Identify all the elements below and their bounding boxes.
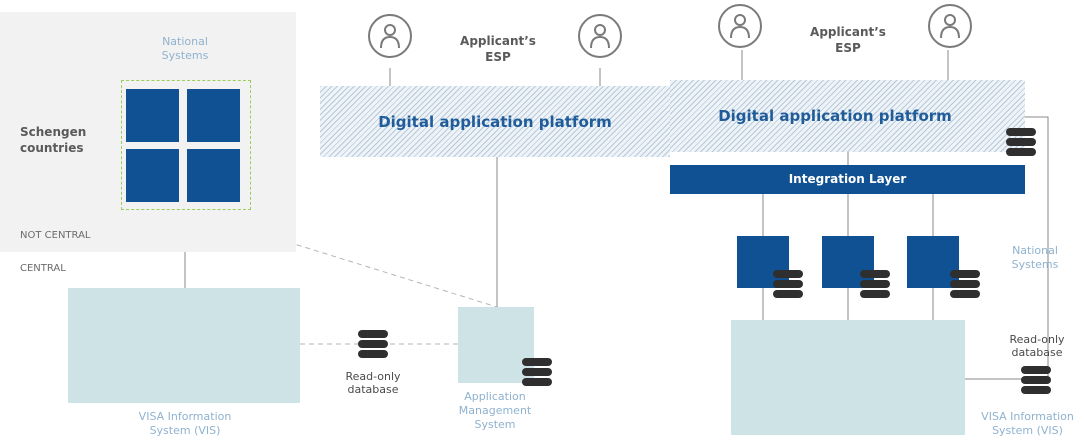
- digital-application-platform: [320, 86, 670, 157]
- schengen-countries-label: Schengen countries: [20, 125, 87, 155]
- database-icon: [950, 270, 980, 302]
- ams-label: Application Management System: [458, 390, 532, 431]
- database-icon: [1006, 128, 1036, 160]
- person-icon: [718, 4, 762, 48]
- database-icon: [358, 330, 388, 362]
- national-system-block: [126, 89, 179, 142]
- readonly-database-label: Read-only database: [345, 370, 401, 396]
- not-central-label: NOT CENTRAL: [20, 230, 91, 241]
- national-systems-box: [121, 80, 251, 210]
- digital-application-platform: [670, 80, 1025, 152]
- national-system-block: [187, 89, 240, 142]
- platform-label: Digital application platform: [718, 107, 952, 125]
- national-system-block: [126, 149, 179, 202]
- national-systems-label: National Systems: [1011, 244, 1059, 271]
- national-system-block: [187, 149, 240, 202]
- person-icon: [928, 4, 972, 48]
- national-systems-grid: [126, 89, 240, 203]
- applicant-esp-label: Applicant’s ESP: [810, 25, 886, 55]
- platform-label: Digital application platform: [378, 113, 612, 131]
- person-icon: [368, 14, 412, 58]
- database-icon: [522, 358, 552, 390]
- vis-label: VISA Information System (VIS): [981, 410, 1074, 437]
- vis-box: [731, 320, 965, 435]
- central-label: CENTRAL: [20, 263, 66, 274]
- database-icon: [860, 270, 890, 302]
- national-system-block: [907, 236, 959, 288]
- readonly-database-label: Read-only database: [1009, 333, 1065, 359]
- integration-layer: Integration Layer: [670, 165, 1025, 194]
- person-icon: [578, 14, 622, 58]
- database-icon: [1021, 366, 1051, 398]
- database-icon: [773, 270, 803, 302]
- national-system-block: [822, 236, 874, 288]
- applicant-esp-label: Applicant’s ESP: [460, 34, 536, 64]
- ams-box: [458, 307, 534, 383]
- national-system-block: [737, 236, 789, 288]
- vis-box: [68, 288, 300, 403]
- national-systems-label: National Systems: [161, 35, 209, 62]
- vis-label: VISA Information System (VIS): [138, 410, 232, 437]
